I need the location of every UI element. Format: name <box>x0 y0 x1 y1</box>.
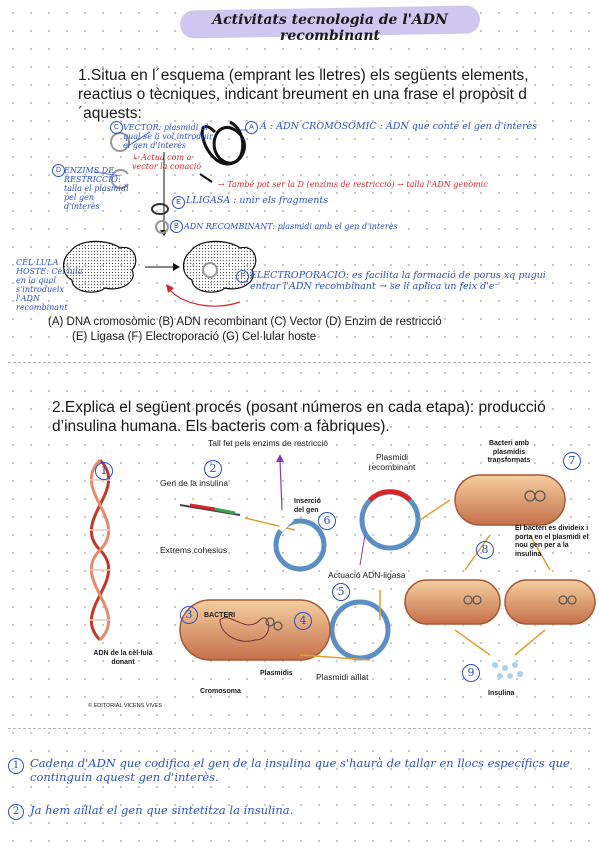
answer-1-text: Cadena d'ADN que codifica el gen de la i… <box>30 756 570 784</box>
isolated-plasmid-ring <box>329 599 391 661</box>
label-ligase: Actuació ADN-ligasa <box>328 570 406 580</box>
transformed-cell <box>182 240 257 293</box>
label-insulin: Insulina <box>488 690 515 697</box>
step-number-5: 5 <box>332 583 350 601</box>
answer-1-number: 1 <box>8 758 24 774</box>
annotation-g: CÈL·LULA HOSTE: Cèl·lula en la qual s'in… <box>16 258 83 312</box>
step-number-6: 6 <box>318 512 336 530</box>
bacterium <box>179 599 331 661</box>
section-divider <box>8 362 591 363</box>
annotation-f: ELECTROPORACIÓ: es facilita la formació … <box>250 270 546 292</box>
annotation-d: ENZIMS DE RESTRICCIÓ: talla el plasmidi … <box>64 166 129 211</box>
label-chromosome: Cromosoma <box>200 688 241 695</box>
recombinant-plasmid-ring <box>359 489 421 551</box>
answer-2-number: 2 <box>8 804 24 820</box>
label-plasmid-isolated: Plasmidi aïllat <box>316 672 369 682</box>
chromosomal-dna-drawing <box>200 120 246 166</box>
ligation-plasmid <box>151 203 169 215</box>
question-1-text: 1.Situa en l´esquema (emprant les lletre… <box>78 67 529 122</box>
label-divides: El bacteri es divideix i porta en el pla… <box>515 525 589 558</box>
annotation-c-sub: ↳ Actua com a vector la conació <box>132 153 202 171</box>
letter-e: E <box>172 196 185 209</box>
label-dna-donor: ADN de la cèl·lula donant <box>93 650 153 666</box>
annotation-a: A : ADN CROMOSÒMIC : ADN que conté el ge… <box>260 121 538 132</box>
letter-b: B <box>170 220 183 233</box>
annotation-d-side: → També pot ser la D (enzims de restricc… <box>218 180 488 189</box>
label-cut: Tall fet pels enzims de restricció <box>208 438 328 448</box>
question-2-text: 2.Explica el següent procés (posant núme… <box>52 399 546 435</box>
letter-c: C <box>110 121 123 134</box>
page-title: Activitats tecnologia de l'ADN recombina… <box>212 12 448 44</box>
cut-plasmid <box>110 169 129 189</box>
annotation-e: LLIGASA : unir els fragments <box>186 195 329 206</box>
annotation-b: ADN RECOMBINANT: plasmidi amb el gen d'i… <box>184 222 398 231</box>
step-number-3: 3 <box>180 606 198 624</box>
legend-line-1: (A) DNA cromosòmic (B) ADN recombinant (… <box>48 316 442 328</box>
letter-d: D <box>52 164 65 177</box>
legend-line-2: (E) Ligasa (F) Electroporació (G) Cel·lu… <box>72 331 317 343</box>
answer-divider <box>8 728 591 729</box>
insulin-molecules <box>492 662 523 679</box>
host-cell <box>62 240 137 293</box>
insulin-production-figure <box>89 454 596 679</box>
step-number-8: 8 <box>476 541 494 559</box>
cut-plasmid-ring <box>273 518 327 572</box>
label-bacteria-transformed: Bacteri amb plasmidis transformats <box>487 440 531 464</box>
daughter-bacterium-right <box>504 579 596 625</box>
step-number-7: 7 <box>563 452 581 470</box>
transformed-bacterium <box>454 474 566 526</box>
recombinant-plasmid <box>155 220 169 234</box>
label-plasmid-recombinant: Plasmidi recombinant <box>368 452 416 472</box>
label-editorial: © EDITORIAL VICENS VIVES <box>88 703 163 709</box>
daughter-bacterium-left <box>404 579 501 625</box>
letter-a: A <box>245 121 258 134</box>
label-bacteri: BACTERI <box>204 612 236 619</box>
step-number-2: 2 <box>204 460 222 478</box>
step-number-1: 1 <box>95 462 113 480</box>
label-sticky-ends: Extrems cohesius <box>160 545 228 555</box>
step-number-4: 4 <box>294 612 312 630</box>
step-number-9: 9 <box>462 664 480 682</box>
label-plasmids: Plasmidis <box>260 670 293 677</box>
label-gene: Gen de la insulina <box>160 478 229 488</box>
letter-f: F <box>236 270 249 283</box>
answer-2-text: Ja hem aïllat el gen que sintetitza la i… <box>30 803 294 817</box>
label-insertion: Inserció del gen <box>294 498 321 514</box>
vector-plasmid <box>110 132 130 152</box>
annotation-c: VECTOR: plasmidi al qual se li vol intro… <box>123 123 213 150</box>
dna-helix <box>89 458 111 642</box>
